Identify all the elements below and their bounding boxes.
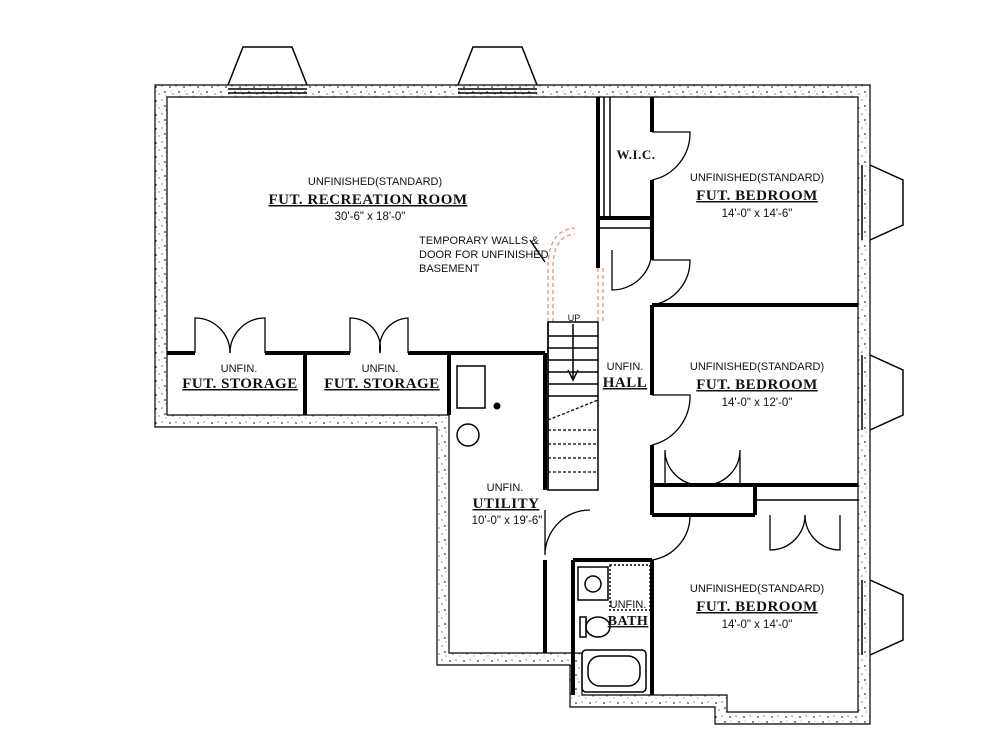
bedroom-mid-dim: 14'-0" x 12'-0" — [722, 397, 793, 409]
room-storage-left: UNFIN. FUT. STORAGE — [182, 363, 297, 392]
bedroom-mid-name: FUT. BEDROOM — [696, 377, 818, 393]
room-hall: UNFIN. HALL — [603, 361, 648, 391]
storage-right-name: FUT. STORAGE — [324, 376, 439, 392]
bedroom-mid-status: UNFINISHED(STANDARD) — [690, 361, 824, 373]
room-bath: UNFIN. BATH — [608, 599, 649, 629]
temp-note-line2: DOOR FOR UNFINISHED — [419, 249, 549, 261]
room-bedroom-top: UNFINISHED(STANDARD) FUT. BEDROOM 14'-0"… — [690, 172, 824, 220]
room-bedroom-mid: UNFINISHED(STANDARD) FUT. BEDROOM 14'-0"… — [690, 361, 824, 409]
room-storage-right: UNFIN. FUT. STORAGE — [324, 363, 439, 392]
temporary-wall-note: TEMPORARY WALLS & DOOR FOR UNFINISHED BA… — [419, 235, 549, 275]
room-wic: W.I.C. — [616, 147, 655, 162]
window-well-right-middle — [861, 354, 904, 431]
storage-left-status: UNFIN. — [221, 363, 258, 375]
utility-name: UTILITY — [473, 496, 540, 512]
room-utility: UNFIN. UTILITY 10'-0" x 19'-6" — [472, 482, 543, 527]
hall-status: UNFIN. — [607, 361, 644, 373]
temp-note-line1: TEMPORARY WALLS & — [419, 235, 539, 247]
window-well-top-right — [457, 46, 538, 94]
bath-name: BATH — [608, 614, 649, 629]
room-bedroom-bottom: UNFINISHED(STANDARD) FUT. BEDROOM 14'-0"… — [690, 583, 824, 631]
utility-fixtures — [456, 365, 501, 447]
window-well-top-left — [227, 46, 308, 94]
temp-note-line3: BASEMENT — [419, 263, 480, 275]
bedroom-top-status: UNFINISHED(STANDARD) — [690, 172, 824, 184]
foundation-wall — [154, 84, 871, 725]
storage-right-status: UNFIN. — [362, 363, 399, 375]
recreation-status: UNFINISHED(STANDARD) — [308, 176, 442, 188]
window-well-right-bottom — [861, 579, 904, 656]
bedroom-top-dim: 14'-0" x 14'-6" — [722, 208, 793, 220]
utility-status: UNFIN. — [487, 482, 524, 494]
bedroom-bottom-status: UNFINISHED(STANDARD) — [690, 583, 824, 595]
storage-left-name: FUT. STORAGE — [182, 376, 297, 392]
bath-fixtures — [577, 564, 651, 693]
bedroom-bottom-dim: 14'-0" x 14'-0" — [722, 619, 793, 631]
bedroom-top-name: FUT. BEDROOM — [696, 188, 818, 204]
bath-status: UNFIN. — [610, 599, 647, 611]
stairs — [547, 321, 599, 491]
wic-name: W.I.C. — [616, 147, 655, 162]
stair-up-label: UP — [568, 313, 581, 323]
window-well-right-top — [861, 164, 904, 241]
recreation-name: FUT. RECREATION ROOM — [268, 192, 467, 208]
hall-name: HALL — [603, 375, 648, 391]
room-recreation: UNFINISHED(STANDARD) FUT. RECREATION ROO… — [268, 176, 467, 223]
doors — [194, 131, 841, 561]
bedroom-bottom-name: FUT. BEDROOM — [696, 599, 818, 615]
utility-dim: 10'-0" x 19'-6" — [472, 515, 543, 527]
recreation-dim: 30'-6" x 18'-0" — [335, 211, 406, 223]
wic-shelving — [598, 97, 652, 229]
temporary-walls — [529, 227, 604, 322]
